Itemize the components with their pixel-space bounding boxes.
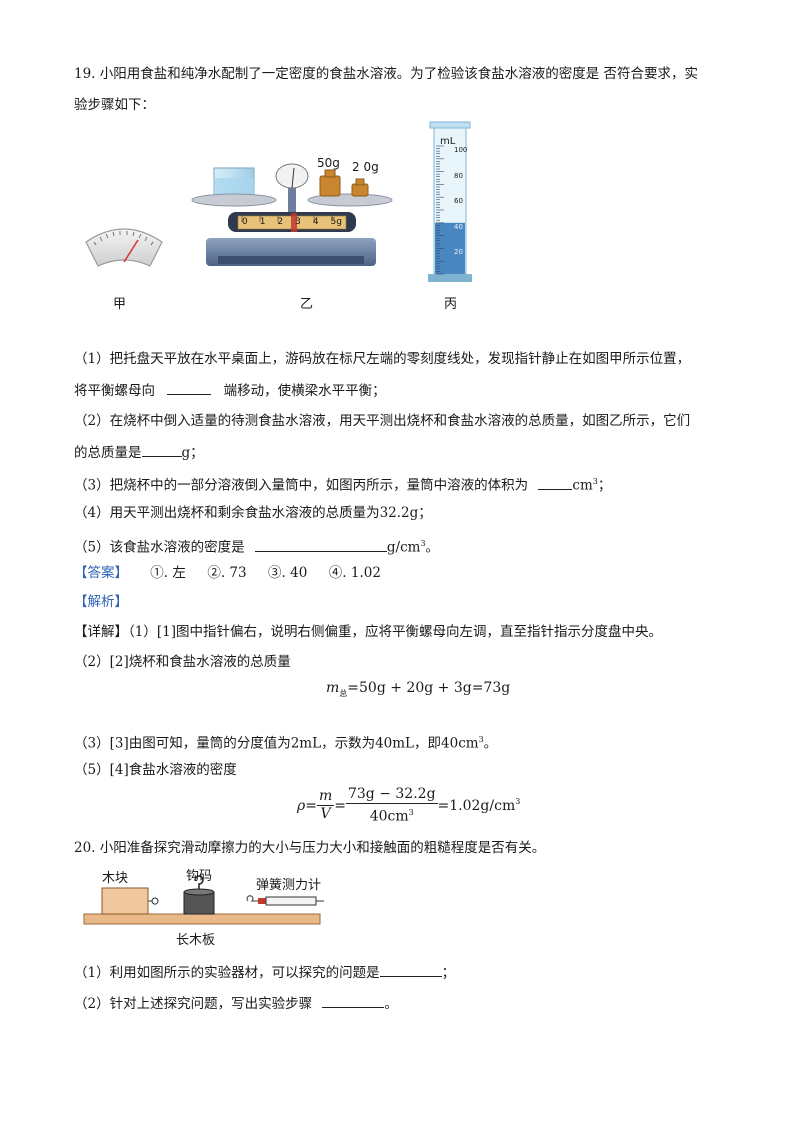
q19-step1-line1: （1）把托盘天平放在水平桌面上，游码放在标尺左端的零刻度线处，发现指针静止在如图…	[74, 351, 691, 367]
answer-blank-q20-1[interactable]	[379, 962, 442, 977]
detail-line1: 【详解】（1）[1]图中指针偏右，说明右侧偏重，应将平衡螺母向左调，直至指针指示…	[74, 624, 662, 640]
rider-scale-mark: 5g	[330, 217, 342, 227]
q19-step3-end: ；	[597, 477, 612, 494]
figure-label-jia: 甲	[113, 297, 127, 312]
equation-total-mass: m总=50g + 20g + 3g=73g	[326, 680, 510, 699]
q19-text-line2: 验步骤如下：	[74, 97, 155, 113]
rider-scale: 0 1 2 3 4 5g	[242, 217, 342, 227]
eq2-result: =1.02g/cm	[437, 797, 516, 814]
q20-step2-end: 。	[384, 996, 398, 1012]
label-hook-weight: 钩码	[186, 869, 213, 884]
q19-step5: （5）该食盐水溶液的密度是 g/cm3。	[74, 534, 439, 558]
q20-step2-text: （2）针对上述探究问题，写出实验步骤	[74, 996, 313, 1012]
eq1-m: m	[326, 680, 340, 696]
label-wood-block: 木块	[102, 871, 129, 886]
eq2-v: V	[320, 806, 331, 823]
cylinder-tick-20: 20	[454, 248, 463, 256]
eq2-denominator: 40cm3	[369, 808, 414, 825]
answer-blank-1[interactable]	[167, 380, 212, 395]
figure-label-yi: 乙	[300, 297, 314, 312]
q19-step1-line2: 将平衡螺母向 端移动，使横梁水平平衡；	[74, 380, 386, 401]
q19-step5-unit: g/cm	[386, 539, 421, 556]
detail-line3-end: 。	[483, 735, 498, 752]
q19-step2-line2: 的总质量是 g；	[74, 442, 204, 463]
figure-yi-balance-icon	[191, 163, 393, 266]
figure-q20-friction-setup	[83, 875, 324, 925]
q20-step2: （2）针对上述探究问题，写出实验步骤 。	[74, 993, 398, 1014]
label-long-board: 长木板	[176, 933, 216, 948]
answer-blank-2[interactable]	[141, 442, 182, 457]
q19-text-line1: 19. 小阳用食盐和纯净水配制了一定密度的食盐水溶液。为了检验该食盐水溶液的密度…	[74, 66, 699, 82]
q20-step1-text: （1）利用如图所示的实验器材，可以探究的问题是	[74, 965, 380, 981]
rider-scale-mark: 4	[312, 217, 319, 227]
eq1-rhs: =50g + 20g + 3g=73g	[347, 680, 511, 696]
figure-bing-cylinder-icon	[428, 121, 472, 282]
rider-scale-mark: 0	[242, 217, 248, 227]
detail-line5: （5）[4]食盐水溶液的密度	[74, 762, 237, 778]
cylinder-tick-60: 60	[454, 197, 463, 205]
cylinder-tick-40: 40	[454, 223, 463, 231]
eq2-den-text: 40cm	[369, 808, 409, 825]
q19-step3-unit: cm	[572, 477, 593, 494]
detail-line3: （3）[3]由图可知，量筒的分度值为2mL，示数为40mL，即40cm3。	[74, 735, 498, 752]
eq2-m: m	[316, 788, 335, 807]
detail-line3-text: （3）[3]由图可知，量筒的分度值为2mL，示数为40mL，即40cm	[74, 735, 479, 752]
cylinder-unit: mL	[440, 136, 456, 147]
answer-blank-q20-2[interactable]	[322, 993, 385, 1008]
q19-step4: （4）用天平测出烧杯和剩余食盐水溶液的总质量为32.2g；	[74, 505, 432, 521]
q20-text-line1: 20. 小阳准备探究滑动摩擦力的大小与压力大小和接触面的粗糙程度是否有关。	[74, 840, 546, 856]
answer-values: ①. 左 ②. 73 ③. 40 ④. 1.02	[150, 565, 381, 581]
eq1-sub: 总	[339, 688, 348, 698]
q19-step5-text: （5）该食盐水溶液的密度是	[74, 539, 245, 556]
q19-step1-text-end: 端移动，使横梁水平平衡；	[223, 383, 386, 399]
rider-scale-mark: 2	[277, 217, 284, 227]
eq2-equals-2: =	[334, 797, 346, 814]
figure-label-bing: 丙	[444, 297, 458, 312]
label-spring-scale: 弹簧测力计	[256, 878, 322, 893]
q20-step1-end: ；	[441, 965, 456, 981]
answer-blank-4[interactable]	[254, 537, 387, 552]
q19-step2-line1: （2）在烧杯中倒入适量的待测食盐水溶液，用天平测出烧杯和食盐水溶液的总质量，如图…	[74, 413, 691, 429]
q19-step2-text: 的总质量是	[74, 445, 142, 461]
weight-50g-label: 50g	[317, 156, 340, 170]
q19-step2-unit: g；	[181, 445, 204, 461]
q20-step1: （1）利用如图所示的实验器材，可以探究的问题是 ；	[74, 962, 455, 983]
answer-blank-3[interactable]	[538, 475, 573, 490]
rider-scale-mark: 3	[295, 217, 301, 227]
eq2-numerator: 73g − 32.2g	[345, 786, 438, 804]
q19-step3: （3）把烧杯中的一部分溶液倒入量筒中，如图丙所示，量筒中溶液的体积为 cm3；	[74, 472, 611, 496]
rider-scale-mark: 1	[259, 217, 266, 227]
analysis-tag: 【解析】	[74, 594, 128, 610]
weight-20g-label: 2 0g	[352, 160, 379, 174]
cylinder-tick-100: 100	[454, 146, 468, 154]
figure-jia-dial-icon	[85, 228, 163, 267]
answer-tag: 【答案】	[74, 565, 128, 581]
q19-step3-text: （3）把烧杯中的一部分溶液倒入量筒中，如图丙所示，量筒中溶液的体积为	[74, 477, 529, 494]
q19-step5-end: 。	[425, 539, 440, 556]
q19-step1-text: 将平衡螺母向	[74, 383, 155, 399]
eq2-frac-values: 73g − 32.2g 40cm3	[345, 786, 438, 826]
eq2-equals: =	[305, 797, 317, 814]
cylinder-tick-80: 80	[454, 172, 463, 180]
detail-line2: （2）[2]烧杯和食盐水溶液的总质量	[74, 654, 291, 670]
answer-row: 【答案】 ①. 左 ②. 73 ③. 40 ④. 1.02	[74, 563, 381, 583]
eq2-rho: ρ	[297, 797, 306, 814]
